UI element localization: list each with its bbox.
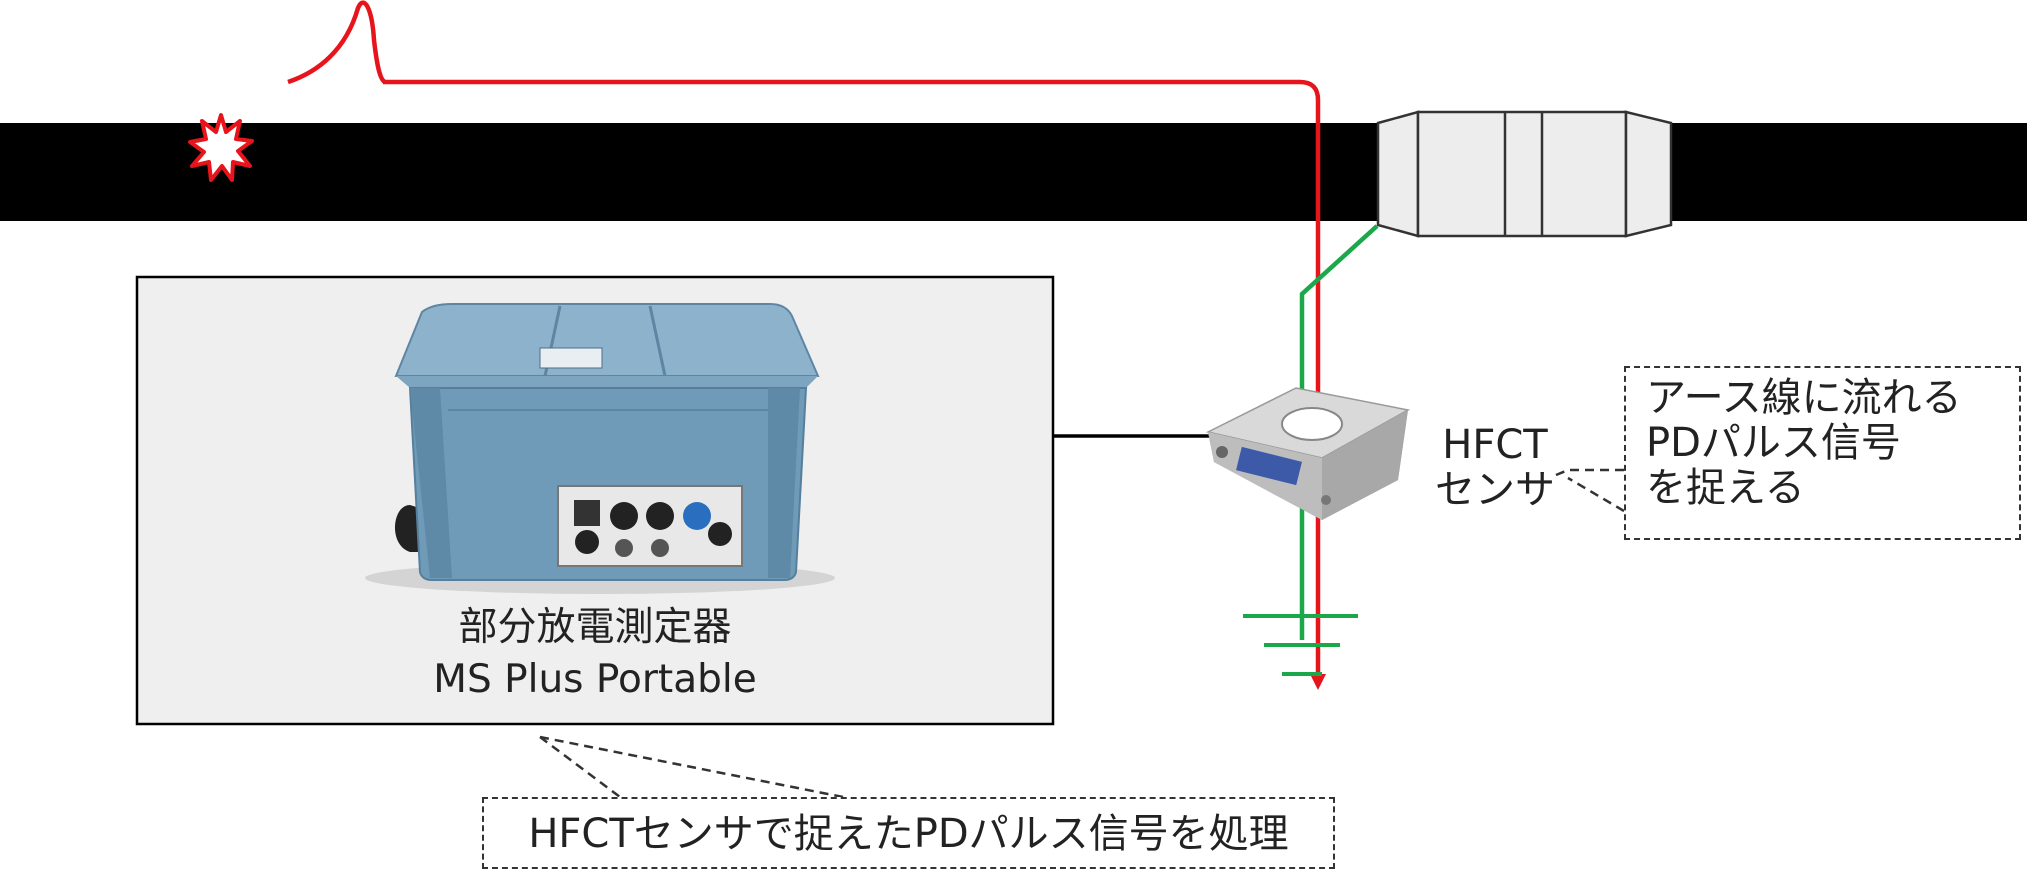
sensor-label: HFCT センサ <box>1420 423 1570 513</box>
power-cable <box>0 123 2027 221</box>
sensor-callout-line2: PDパルス信号 <box>1646 419 1901 466</box>
earth-wire <box>1299 224 1379 640</box>
signal-arrowhead <box>1310 674 1326 690</box>
pd-pulse-waveform <box>287 0 387 85</box>
sensor-callout-line1: アース線に流れる <box>1646 375 1962 421</box>
cable-joint <box>1376 110 1673 238</box>
hfct-sensor-illustration <box>1205 387 1411 520</box>
device-callout-text: HFCTセンサで捉えたPDパルス信号を処理 <box>528 811 1289 857</box>
sensor-label-line2: センサ <box>1435 466 1555 513</box>
device-case-illustration <box>365 303 835 594</box>
device-label-name: 部分放電測定器 <box>458 605 732 650</box>
sensor-callout-line3: を捉える <box>1646 464 1805 511</box>
discharge-spark-icon <box>188 113 254 182</box>
device-callout: HFCTセンサで捉えたPDパルス信号を処理 <box>482 797 1335 869</box>
callout-leaders <box>539 468 1625 799</box>
device-label-model: MS Plus Portable <box>433 657 757 702</box>
sensor-callout: アース線に流れる PDパルス信号 を捉える <box>1624 366 2021 540</box>
sensor-label-line1: HFCT <box>1442 422 1548 468</box>
pd-signal-path <box>383 79 1321 676</box>
earth-ground-symbol <box>1243 614 1358 676</box>
